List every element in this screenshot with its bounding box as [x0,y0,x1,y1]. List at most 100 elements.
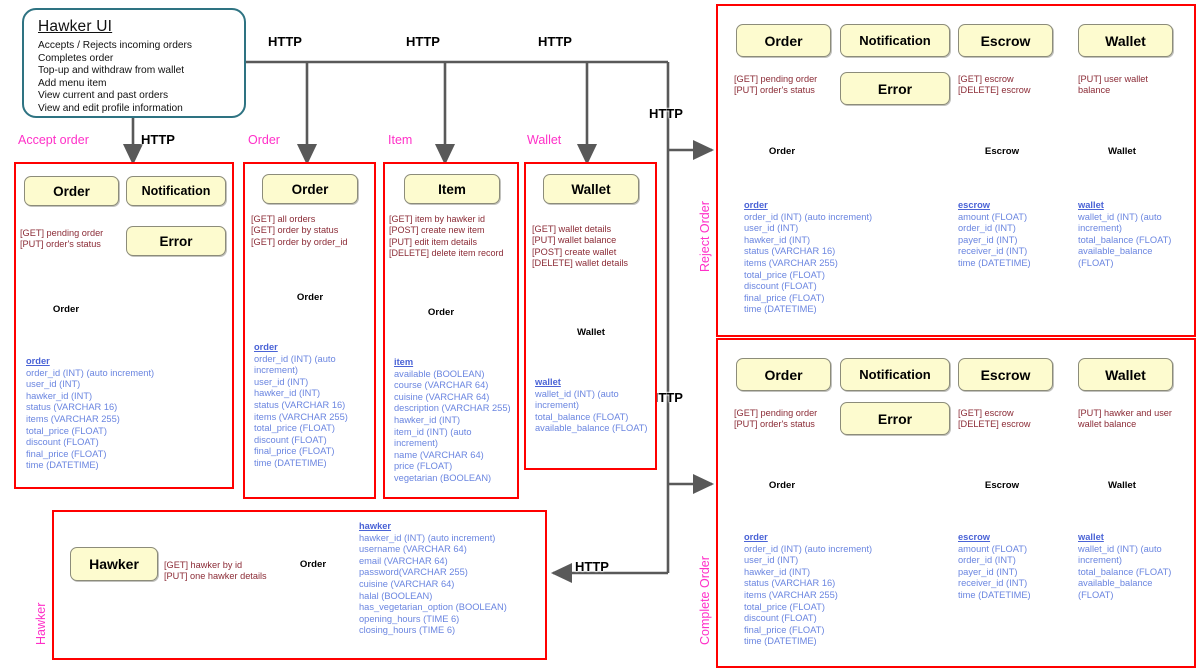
service-chip-error[interactable]: Error [126,226,226,256]
flow-label-hawker: Hawker [34,602,48,645]
endpoint-line: [GET] order by order_id [251,236,348,247]
panel-reject-order: Order Notification Escrow Wallet Error [… [716,4,1196,337]
service-chip-escrow[interactable]: Escrow [958,358,1053,391]
schema-field: wallet_id (INT) (auto increment) [535,388,619,411]
flow-label-complete-order: Complete Order [698,556,712,645]
database-label-wallet: Wallet [577,327,605,338]
schema-field: available_balance (FLOAT) [1078,246,1153,268]
schema-wallet: wallet wallet_id (INT) (auto increment) … [1078,200,1188,270]
endpoint-list-wallet: [PUT] hawker and user wallet balance [1078,408,1178,431]
schema-field: user_id (INT) [26,379,81,390]
schema-table-name: escrow [958,532,991,542]
endpoint-list-wallet: [GET] wallet details [PUT] wallet balanc… [532,224,662,270]
database-label-order: Order [427,307,455,318]
schema-table-name: escrow [958,200,991,210]
service-chip-notification[interactable]: Notification [126,176,226,206]
endpoint-list-order: [GET] pending order [PUT] order's status [20,228,125,251]
schema-field: receiver_id (INT) [958,246,1028,257]
service-chip-notification[interactable]: Notification [840,358,950,391]
schema-field: time (DATETIME) [254,457,327,468]
service-chip-notification[interactable]: Notification [840,24,950,57]
schema-field: discount (FLOAT) [744,613,817,624]
flow-label-wallet: Wallet [527,133,562,147]
schema-field: closing_hours (TIME 6) [359,625,456,636]
schema-field: items (VARCHAR 255) [26,413,120,424]
schema-field: available (BOOLEAN) [394,368,485,379]
schema-table-name: order [254,342,278,352]
schema-field: items (VARCHAR 255) [744,589,838,600]
schema-field: total_balance (FLOAT) [535,411,629,422]
http-label: HTTP [538,34,572,49]
service-chip-wallet[interactable]: Wallet [1078,24,1173,57]
schema-field: user_id (INT) [254,376,309,387]
endpoint-line: [DELETE] escrow [958,85,1031,96]
schema-field: total_balance (FLOAT) [1078,566,1172,577]
schema-table-name: hawker [359,521,392,531]
schema-table-name: wallet [535,377,561,387]
schema-field: time (DATETIME) [744,304,817,315]
schema-field: order_id (INT) (auto increment) [26,367,155,378]
schema-field: hawker_id (INT) [744,234,811,245]
service-chip-wallet[interactable]: Wallet [1078,358,1173,391]
hawker-ui-feature: View current and past orders [38,90,169,102]
hawker-ui-feature: Add menu item [38,77,107,89]
schema-field: hawker_id (INT) (auto increment) [359,532,496,543]
schema-wallet: wallet wallet_id (INT) (auto increment) … [1078,532,1188,602]
service-chip-order[interactable]: Order [736,24,831,57]
database-label-escrow: Escrow [984,480,1020,491]
service-chip-order[interactable]: Order [736,358,831,391]
schema-field: opening_hours (TIME 6) [359,613,460,624]
service-chip-hawker[interactable]: Hawker [70,547,158,581]
service-chip-wallet[interactable]: Wallet [543,174,639,204]
panel-item: Item [GET] item by hawker id [POST] crea… [383,162,519,499]
schema-field: has_vegetarian_option (BOOLEAN) [359,602,507,613]
schema-field: wallet_id (INT) (auto increment) [1078,543,1162,566]
panel-order: Order [GET] all orders [GET] order by st… [243,162,376,499]
schema-order: order order_id (INT) (auto increment) us… [254,342,372,470]
http-label: HTTP [649,106,683,121]
endpoint-line: [PUT] one hawker details [164,571,267,582]
schema-field: order_id (INT) [958,223,1016,234]
schema-field: status (VARCHAR 16) [744,246,836,257]
endpoint-line: [PUT] hawker and user wallet balance [1078,408,1172,430]
schema-order: order order_id (INT) (auto increment) us… [26,356,226,472]
http-label: HTTP [575,559,609,574]
schema-field: discount (FLOAT) [26,437,99,448]
schema-table-name: order [26,356,50,366]
panel-accept-order: Order Notification Error [GET] pending o… [14,162,234,489]
schema-table-name: wallet [1078,532,1104,542]
schema-field: status (VARCHAR 16) [744,578,836,589]
endpoint-line: [DELETE] wallet details [532,258,628,269]
endpoint-list-hawker: [GET] hawker by id [PUT] one hawker deta… [164,560,294,583]
schema-field: time (DATETIME) [958,257,1031,268]
service-chip-item[interactable]: Item [404,174,500,204]
database-label-order: Order [52,304,80,315]
schema-field: hawker_id (INT) [254,388,321,399]
endpoint-line: [GET] pending order [20,228,104,238]
service-chip-error[interactable]: Error [840,402,950,435]
service-chip-order[interactable]: Order [262,174,358,204]
service-chip-escrow[interactable]: Escrow [958,24,1053,57]
endpoint-line: [GET] item by hawker id [389,214,486,224]
schema-field: payer_id (INT) [958,234,1018,245]
schema-field: order_id (INT) (auto increment) [254,353,336,376]
service-chip-error[interactable]: Error [840,72,950,105]
flow-label-reject-order: Reject Order [698,201,712,272]
schema-escrow: escrow amount (FLOAT) order_id (INT) pay… [958,200,1068,270]
endpoint-line: [PUT] order's status [20,239,101,250]
schema-field: password(VARCHAR 255) [359,567,468,578]
schema-field: email (VARCHAR 64) [359,555,448,566]
schema-field: final_price (FLOAT) [254,446,335,457]
endpoint-line: [PUT] wallet balance [532,235,617,246]
endpoint-list-escrow: [GET] escrow [DELETE] escrow [958,408,1058,431]
service-chip-order[interactable]: Order [24,176,119,206]
schema-hawker: hawker hawker_id (INT) (auto increment) … [359,521,549,637]
endpoint-line: [PUT] edit item details [389,236,478,247]
schema-field: available_balance (FLOAT) [1078,578,1153,600]
schema-field: vegetarian (BOOLEAN) [394,472,492,483]
panel-wallet: Wallet [GET] wallet details [PUT] wallet… [524,162,657,470]
http-label: HTTP [268,34,302,49]
schema-field: discount (FLOAT) [744,281,817,292]
schema-field: hawker_id (INT) [744,566,811,577]
panel-complete-order: Order Notification Escrow Wallet Error [… [716,338,1196,668]
